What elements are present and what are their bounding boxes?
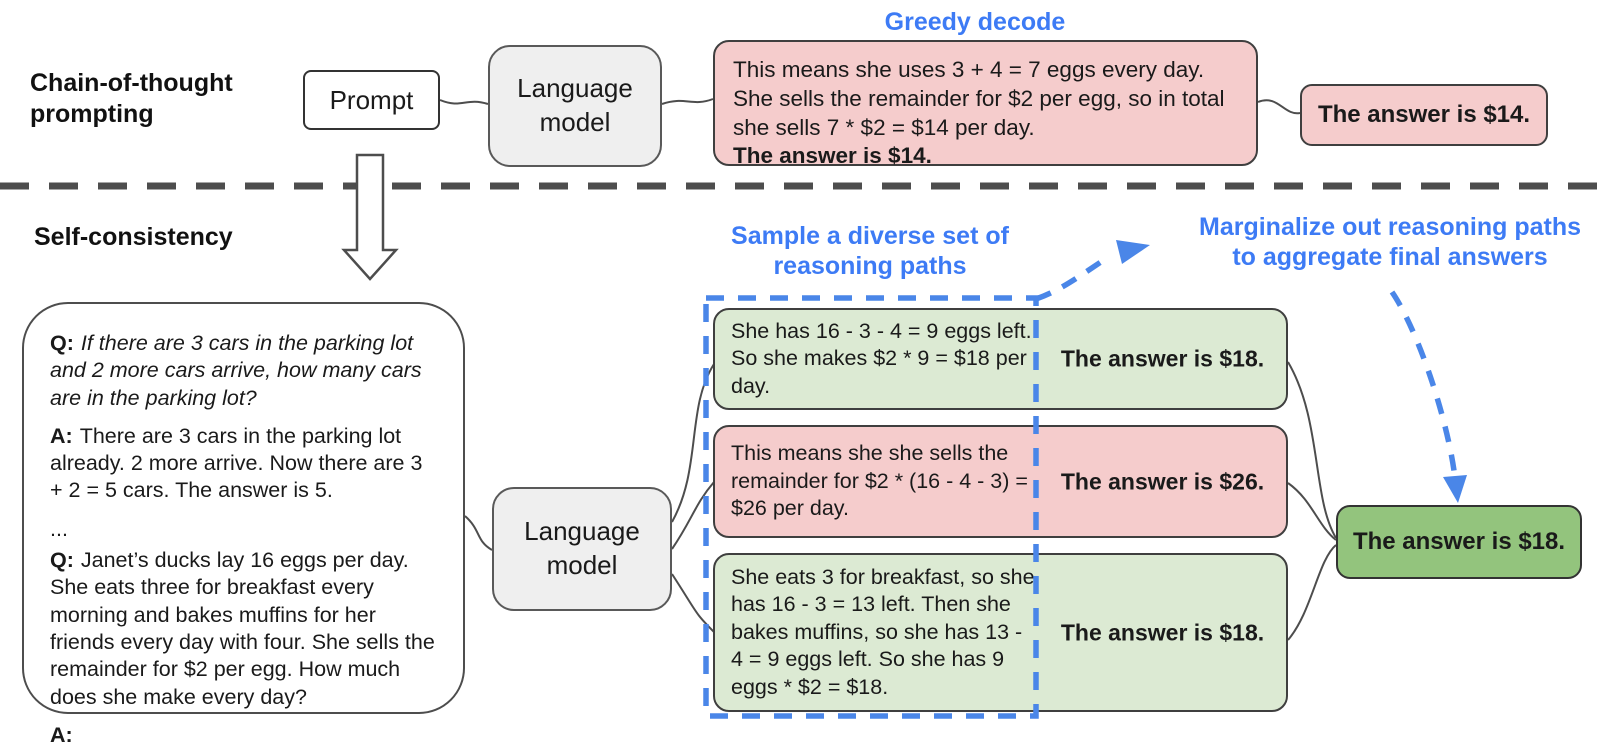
path3-reasoning: She eats 3 for breakfast, so she has 16 … [731, 564, 1035, 699]
sc-section-label: Self-consistency [34, 223, 233, 251]
reasoning-path-row-3: She eats 3 for breakfast, so she has 16 … [713, 553, 1288, 712]
cot-language-model-box: Language model [488, 45, 662, 167]
connector-path2-to-final [1287, 482, 1337, 541]
path3-answer: The answer is $18. [1060, 619, 1265, 645]
cot-reasoning-box: This means she uses 3 + 4 = 7 eggs every… [713, 40, 1258, 168]
connector-path1-to-final [1287, 361, 1337, 539]
connector-path3-to-final [1287, 544, 1337, 641]
marginalize-arrow-2-head [1443, 475, 1467, 503]
sc-final-answer-box: The answer is $18. [1336, 505, 1582, 579]
sc-prompt-bubble: Q:If there are 3 cars in the parking lot… [22, 302, 465, 747]
sc-language-model-box: Language model [492, 487, 672, 611]
prompt-answer-1: A:There are 3 cars in the parking lot al… [50, 423, 437, 505]
cot-section-label: Chain-of-thought prompting [30, 69, 233, 129]
prompt-question-2: Q:Janet’s ducks lay 16 eggs per day. She… [50, 547, 437, 711]
connector-lm-to-path2 [671, 481, 715, 550]
greedy-decode-label: Greedy decode [884, 8, 1066, 36]
cot-final-answer-box: The answer is $14. [1300, 84, 1548, 146]
connector-lm-to-reasoning [661, 98, 714, 105]
a2-label: A: [50, 722, 73, 747]
cot-reasoning-answer: The answer is $14. [733, 143, 932, 169]
path2-answer: The answer is $26. [1060, 468, 1265, 494]
prompt-answer-2: A: [50, 722, 437, 749]
marginalize-arrow-1-head [1116, 240, 1150, 264]
path2-reasoning: This means she she sells the remainder f… [731, 441, 1028, 521]
cot-reasoning-text: This means she uses 3 + 4 = 7 eggs every… [733, 57, 1225, 140]
q2-text: Janet’s ducks lay 16 eggs per day. She e… [50, 548, 435, 709]
connector-lm-to-path1 [671, 363, 715, 523]
prompt-ellipsis: ... [50, 516, 68, 541]
marginalize-label: Marginalize out reasoning paths to aggre… [1199, 213, 1581, 271]
reasoning-path-row-1: She has 16 - 3 - 4 = 9 eggs left. So she… [713, 308, 1288, 410]
marginalize-arrow-1-curve [1035, 253, 1112, 302]
reasoning-path-row-2: This means she she sells the remainder f… [713, 425, 1288, 538]
down-arrow [341, 153, 399, 281]
sample-paths-label: Sample a diverse set of reasoning paths [731, 222, 1009, 280]
prompt-box: Prompt [303, 70, 440, 130]
connector-bubble-to-lm [464, 515, 493, 551]
q2-label: Q: [50, 548, 74, 573]
a1-label: A: [50, 423, 73, 448]
connector-prompt-to-lm [439, 99, 489, 105]
path1-reasoning: She has 16 - 3 - 4 = 9 eggs left. So she… [731, 318, 1032, 398]
connector-reasoning-to-answer [1257, 99, 1301, 115]
connector-lm-to-path3 [671, 573, 715, 633]
q1-text: If there are 3 cars in the parking lot a… [50, 331, 422, 410]
q1-label: Q: [50, 331, 74, 355]
a1-text: There are 3 cars in the parking lot alre… [50, 423, 423, 503]
prompt-question-1: Q:If there are 3 cars in the parking lot… [50, 330, 437, 412]
path1-answer: The answer is $18. [1060, 345, 1265, 372]
marginalize-arrow-2-curve [1389, 290, 1458, 479]
